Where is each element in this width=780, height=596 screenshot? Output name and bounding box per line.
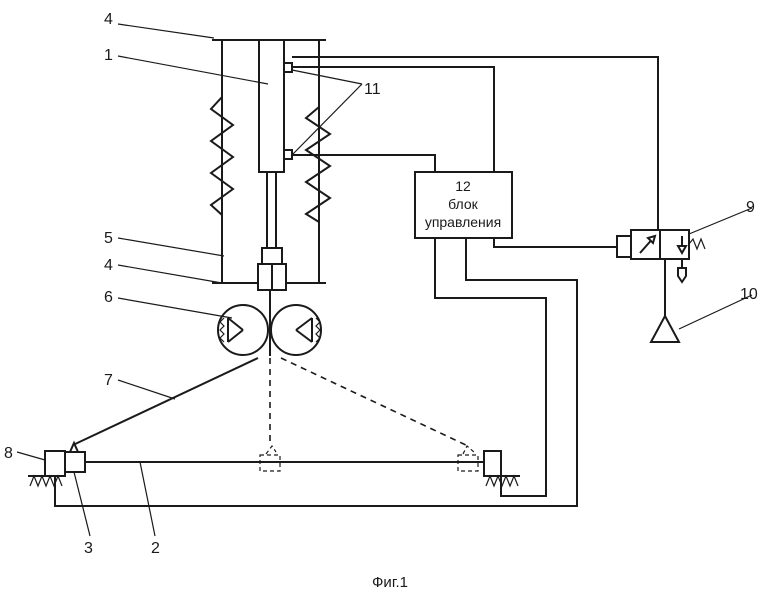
cable-dashed-right [281, 358, 468, 446]
control-block: 12 блок управления [415, 172, 512, 238]
left-roller-arm [228, 318, 243, 330]
left-roller-hatch [220, 318, 224, 342]
hook-pos-right [463, 446, 474, 454]
valve-solenoid [617, 236, 631, 257]
hook-pos-middle [266, 446, 276, 454]
figure-caption: Фиг.1 [372, 574, 408, 591]
cylinder-body [259, 40, 284, 172]
leader-6 [118, 298, 232, 318]
lower-sensor [284, 150, 292, 159]
control-block-line2: управления [425, 214, 501, 230]
label-1: 1 [104, 47, 113, 64]
leader-2 [140, 462, 155, 536]
right-roller-hatch [316, 318, 320, 342]
left-stop [45, 451, 65, 476]
label-8: 8 [4, 445, 13, 462]
air-source [651, 316, 679, 342]
rod-coupling [262, 248, 282, 264]
wiring [55, 57, 658, 506]
exhaust-silencer [678, 268, 686, 282]
upper-sensor [284, 63, 292, 72]
label-7: 7 [104, 372, 113, 389]
valve [617, 230, 705, 282]
label-2: 2 [151, 540, 160, 557]
leader-4-bottom [118, 265, 222, 283]
label-11: 11 [364, 81, 381, 98]
cable-solid [73, 358, 258, 445]
valve-spring [689, 239, 705, 249]
label-4-top: 4 [104, 11, 113, 28]
leader-lines [17, 24, 752, 536]
wire-upper-sensor [292, 67, 494, 172]
rollers [218, 290, 321, 356]
leader-3 [74, 472, 90, 536]
leader-1 [118, 56, 268, 84]
right-stop-box [484, 451, 501, 476]
leader-4-top [118, 24, 214, 38]
left-ground-hatch [30, 476, 62, 486]
label-5: 5 [104, 230, 113, 247]
leader-11-lower [292, 84, 362, 155]
leader-11-upper [292, 70, 362, 84]
label-4-bottom: 4 [104, 257, 113, 274]
left-roller-arm2 [228, 330, 243, 342]
wire-lower-sensor [292, 155, 435, 172]
leader-8 [17, 452, 45, 460]
right-roller-arm2 [296, 330, 312, 342]
label-9: 9 [746, 199, 755, 216]
leader-5 [118, 238, 224, 256]
leader-9 [689, 208, 752, 234]
right-roller-arm [296, 318, 312, 330]
carriage [65, 452, 85, 472]
control-block-number: 12 [455, 178, 471, 194]
control-block-line1: блок [448, 196, 479, 212]
label-10: 10 [740, 286, 758, 303]
cylinder [258, 40, 292, 290]
wire-block-to-valve [494, 238, 617, 247]
label-6: 6 [104, 289, 113, 306]
label-3: 3 [84, 540, 93, 557]
carriage-hook [70, 443, 78, 452]
leader-7 [118, 380, 175, 399]
